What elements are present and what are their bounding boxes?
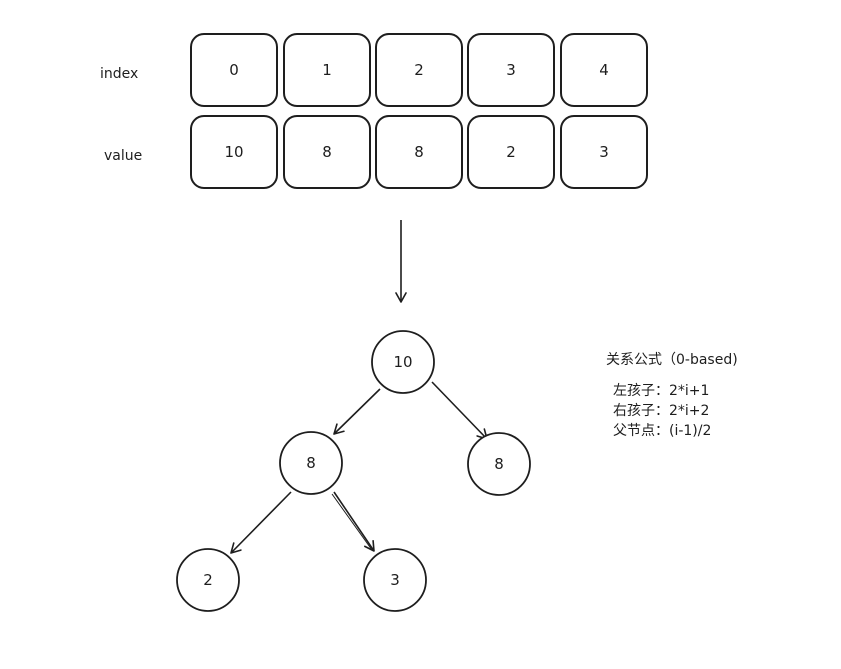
edge-root-to-left — [333, 388, 381, 435]
index-cell-4: 4 — [560, 33, 648, 107]
value-cell-4: 3 — [560, 115, 648, 189]
value-cell-3: 2 — [467, 115, 555, 189]
formula-right-child: 右孩子：2*i+2 — [613, 403, 710, 419]
tree-node-leftright: 3 — [363, 548, 427, 612]
edge-root-to-right — [431, 381, 488, 440]
edge-left-to-leftleft — [230, 491, 292, 554]
formula-left-child: 左孩子：2*i+1 — [613, 383, 710, 399]
value-cell-1: 8 — [283, 115, 371, 189]
tree-node-right: 8 — [467, 432, 531, 496]
tree-node-left: 8 — [279, 431, 343, 495]
formula-parent: 父节点：(i-1)/2 — [613, 423, 712, 439]
edge-left-to-leftright — [333, 491, 375, 552]
value-cell-2: 8 — [375, 115, 463, 189]
index-cell-3: 3 — [467, 33, 555, 107]
formula-title: 关系公式（0-based) — [606, 352, 738, 368]
tree-node-leftleft-label: 2 — [203, 571, 213, 589]
tree-node-left-label: 8 — [306, 454, 316, 472]
edge-left-to-leftright-sketch — [331, 493, 373, 551]
index-cell-1: 1 — [283, 33, 371, 107]
tree-node-root-label: 10 — [393, 353, 412, 371]
index-cell-2: 2 — [375, 33, 463, 107]
value-cell-0: 10 — [190, 115, 278, 189]
tree-node-leftleft: 2 — [176, 548, 240, 612]
tree-node-root: 10 — [371, 330, 435, 394]
tree-node-right-label: 8 — [494, 455, 504, 473]
index-cell-0: 0 — [190, 33, 278, 107]
value-row-label: value — [104, 148, 143, 164]
tree-node-leftright-label: 3 — [390, 571, 400, 589]
index-row-label: index — [100, 66, 139, 82]
